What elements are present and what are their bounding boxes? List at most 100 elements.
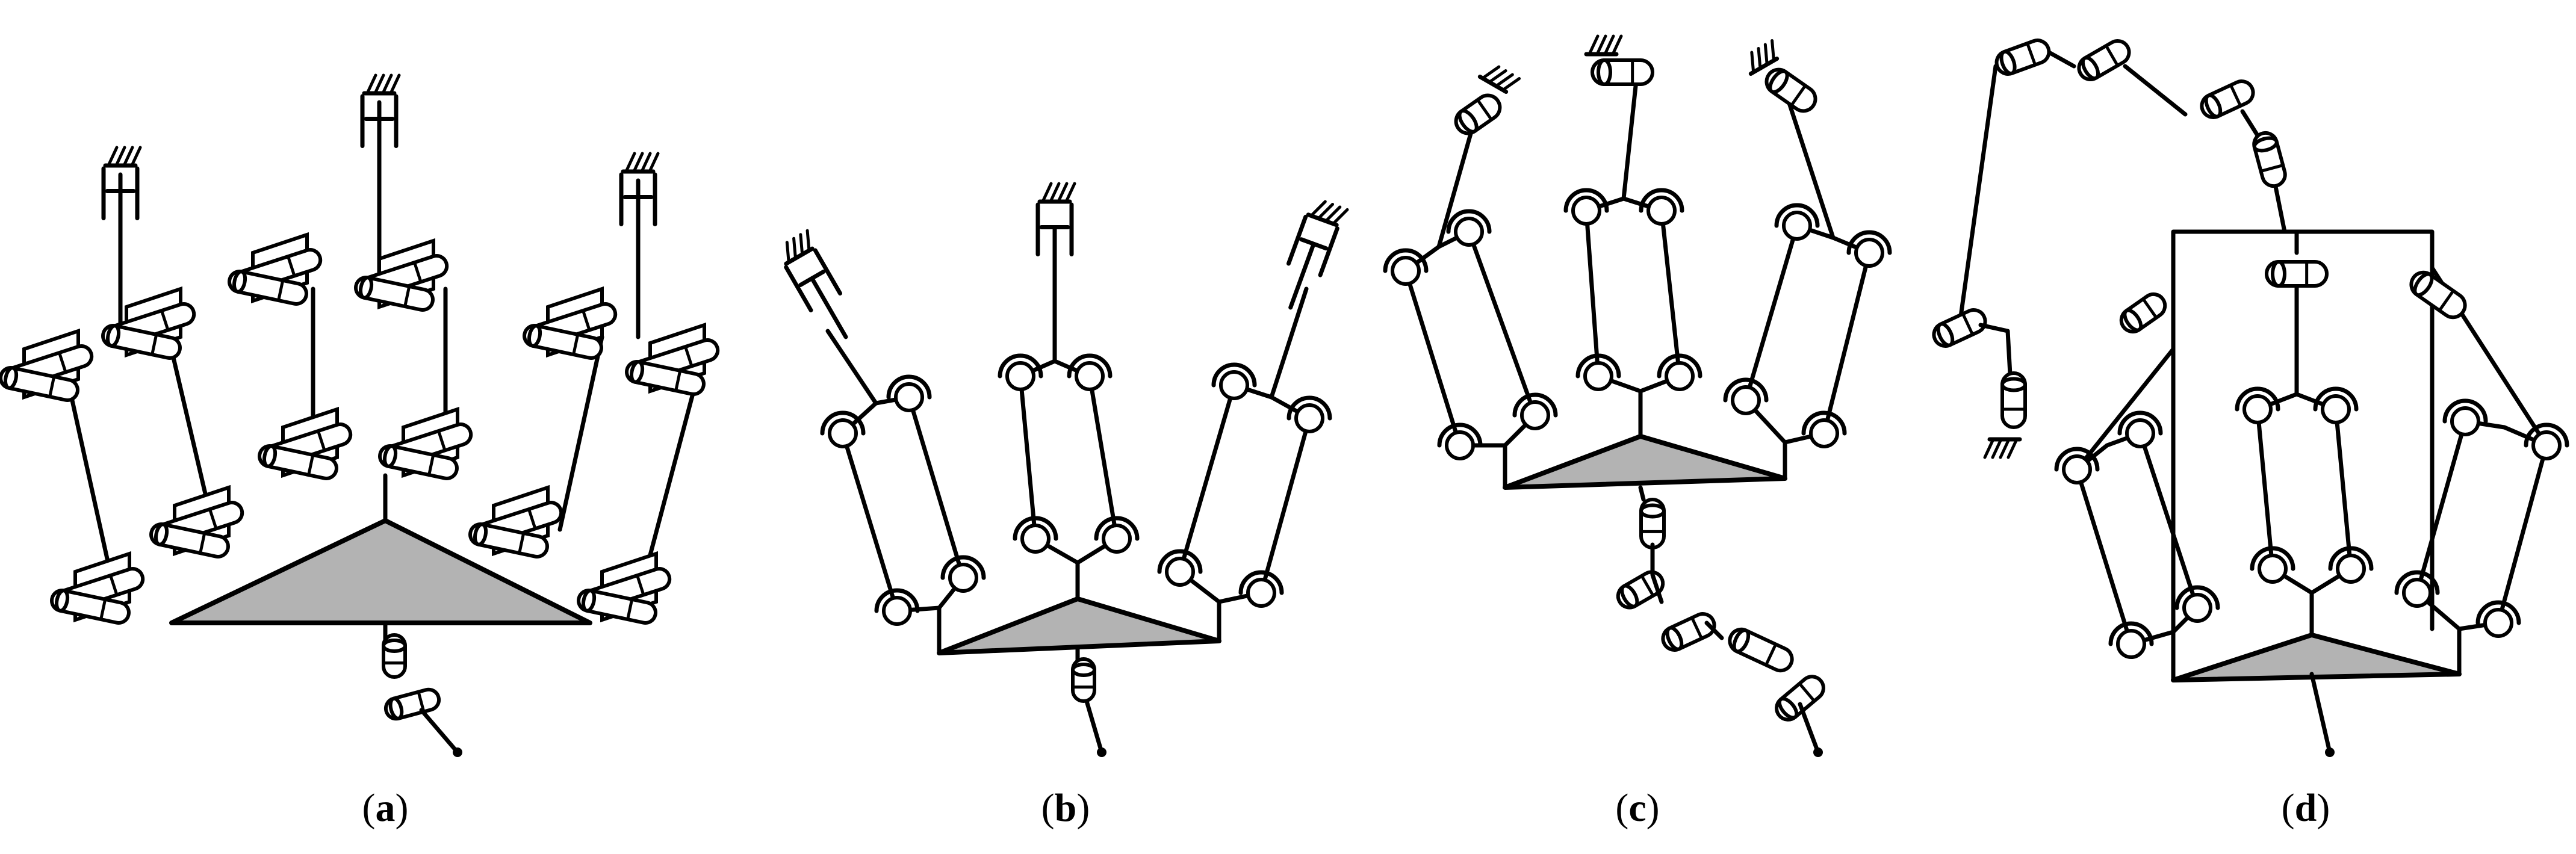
cylinder-end: [1732, 628, 1751, 654]
cylinder-end: [4, 366, 19, 390]
ground-hatch: [1057, 182, 1069, 203]
universal-joint: [258, 406, 353, 480]
joint-circle: [1391, 256, 1421, 286]
cylinder-joint: [228, 270, 308, 306]
joint-arc: [2475, 600, 2521, 625]
cylinder-mark: [1961, 312, 1975, 336]
prismatic-actuator: [1286, 200, 1349, 310]
cylinder-body: [50, 589, 131, 625]
cylinder-joint: [1994, 39, 2051, 76]
joint-circle: [948, 563, 978, 593]
cylinder-end: [1936, 322, 1955, 347]
joint-circle: [2125, 418, 2155, 448]
link: [2333, 407, 2353, 571]
cylinder-end: [1071, 663, 1096, 677]
link: [2240, 109, 2260, 138]
revolute-joint: [1512, 392, 1558, 430]
joint-arc: [874, 588, 920, 613]
cylinder-mark: [1476, 98, 1493, 122]
cylinder-joint: [1764, 67, 1817, 113]
link: [2123, 64, 2188, 117]
link: [1087, 374, 1119, 541]
cylinder-mark: [2026, 42, 2037, 67]
joint-arc: [2524, 422, 2569, 448]
joint-arc: [2117, 410, 2163, 436]
cylinder-joint: [1661, 612, 1716, 652]
joint-arc: [2054, 447, 2100, 472]
joint-arc: [1657, 353, 1702, 379]
cylinder-mark: [2141, 297, 2158, 320]
link: [1178, 383, 1237, 574]
tool-tip: [1097, 747, 1106, 757]
joint-arc: [2235, 386, 2280, 412]
joint-circle: [828, 418, 858, 448]
ground-hatch: [632, 152, 644, 173]
ground-support: [1584, 34, 1623, 57]
revolute-joint: [2054, 447, 2100, 484]
ground-hatch: [648, 152, 660, 173]
cylinder-body: [258, 444, 338, 480]
joint-circle: [2402, 578, 2432, 608]
joint-circle: [1454, 217, 1484, 247]
joint-circle: [1445, 430, 1475, 460]
cylinder-joint: [101, 324, 182, 360]
joint-arc: [1013, 516, 1058, 541]
cylinder-mark: [684, 345, 694, 368]
link: [1743, 223, 1799, 403]
ground-hatch: [805, 229, 811, 252]
panel-d: [1932, 39, 2569, 757]
cylinder-mark: [151, 333, 158, 356]
cylinder-end: [2000, 377, 2027, 392]
ground-hatch: [1763, 43, 1769, 66]
cylinder-joint: [523, 324, 603, 360]
revolute-joint: [1157, 549, 1203, 587]
link: [1957, 64, 1998, 327]
prismatic-actuator: [619, 152, 660, 267]
cylinder-body: [378, 444, 459, 480]
revolute-joint: [2250, 546, 2295, 584]
cylinder-end: [2271, 260, 2286, 288]
link: [825, 329, 878, 406]
cylinder-end: [630, 360, 645, 384]
cylinder-end: [2123, 308, 2143, 332]
caption-a-label: a: [375, 786, 396, 830]
joint-circle: [1005, 361, 1035, 391]
revolute-joint: [886, 374, 932, 412]
cylinder-joint: [1454, 93, 1502, 135]
cylinder-joint: [1616, 570, 1665, 610]
link: [557, 335, 604, 532]
link: [2171, 229, 2435, 634]
link: [2496, 443, 2549, 625]
joint-circle: [2062, 454, 2092, 484]
joint-arc: [1563, 188, 1609, 213]
joint-arc: [1723, 377, 1769, 403]
cylinder-mark: [287, 255, 296, 277]
joint-circle: [1520, 400, 1550, 430]
cylinder-body: [354, 276, 435, 312]
joint-circle: [882, 596, 912, 626]
cylinder-mark: [199, 531, 206, 555]
link: [64, 371, 114, 580]
ground-support: [1037, 182, 1076, 204]
link: [2075, 467, 2134, 646]
cylinder-end: [1777, 696, 1799, 720]
cylinder-mark: [417, 690, 426, 714]
revolute-joint: [2475, 600, 2521, 638]
cylinder-mark: [427, 453, 435, 477]
caption-b-label: b: [1054, 786, 1077, 830]
cylinder-end: [154, 522, 169, 546]
joint-circle: [2321, 394, 2351, 424]
ground-hatch: [1041, 182, 1053, 203]
cylinder-joint: [577, 589, 657, 625]
link: [1822, 250, 1872, 436]
cylinder-end: [359, 276, 374, 300]
joint-arc: [886, 374, 932, 400]
ground-hatch: [107, 146, 119, 167]
cylinder-mark: [636, 574, 645, 596]
cylinder-joint: [382, 633, 407, 679]
cylinder-joint: [354, 276, 435, 312]
joint-arc: [2442, 398, 2488, 424]
tool-tip: [453, 747, 462, 757]
ground-hatch: [1587, 34, 1600, 56]
prismatic-actuator: [1035, 182, 1076, 297]
